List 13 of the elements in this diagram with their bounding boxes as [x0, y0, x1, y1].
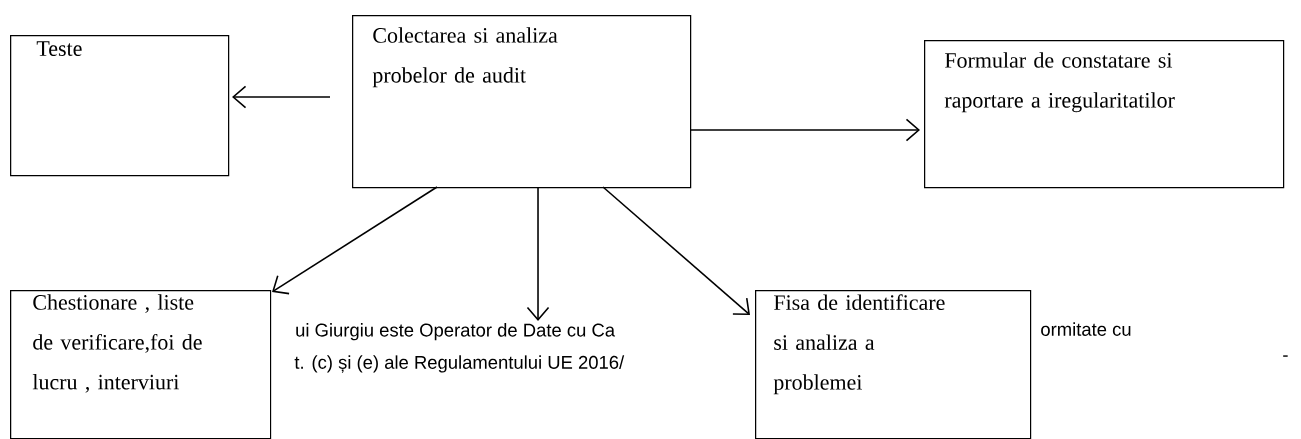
background-text: - [1283, 355, 1288, 357]
arrow [232, 85, 331, 109]
arrow [272, 186, 438, 295]
process-box: Chestionare , liste de verificare,foi de lucru , interviuri [10, 290, 272, 439]
process-box: Colectarea si analiza probelor de audit [352, 15, 692, 189]
arrow [689, 118, 920, 142]
process-box: Formular de constatare si raportare a iregularitatilor [924, 40, 1285, 189]
background-text: t. (c) și (e) ale Regulamentului UE 2016/ [294, 355, 625, 373]
arrow [526, 186, 550, 321]
process-box: Fisa de identificare si analiza a problemei [755, 290, 1032, 439]
arrow [602, 186, 750, 315]
process-box: Teste [10, 35, 230, 177]
background-text: ui Giurgiu este Operator de Date cu Ca [296, 323, 616, 341]
